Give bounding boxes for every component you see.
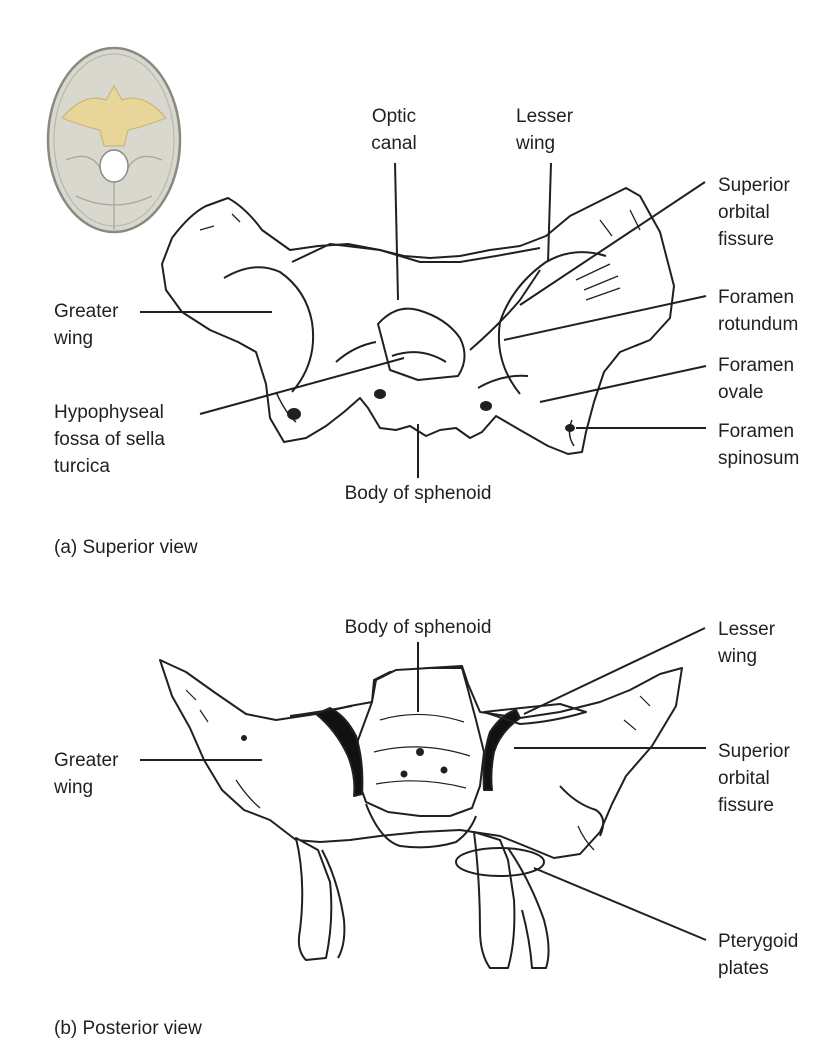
hypophyseal-fossa-leader bbox=[199, 357, 405, 415]
superior-orbital-fissure-leader bbox=[519, 181, 706, 306]
sphenoid-superior-drawing bbox=[161, 187, 675, 455]
foramen-ovale-leader bbox=[539, 365, 707, 403]
label-body-of-sphenoid-a: Body of sphenoid bbox=[344, 483, 492, 504]
lesser-wing-leader-b bbox=[523, 627, 706, 715]
caption-posterior-view: (b) Posterior view bbox=[54, 1018, 202, 1039]
label-optic-canal: Optic canal bbox=[371, 106, 417, 154]
optic-canal-leader bbox=[394, 162, 399, 301]
label-greater-wing-b: Greater wing bbox=[54, 750, 119, 798]
label-foramen-ovale: Foramen ovale bbox=[718, 355, 795, 403]
label-hypophyseal-fossa: Hypophyseal fossa of sella turcica bbox=[54, 402, 165, 477]
label-pterygoid-plates: Pterygoid plates bbox=[718, 931, 799, 979]
label-foramen-rotundum: Foramen rotundum bbox=[718, 287, 799, 335]
sphenoid-highlight bbox=[61, 84, 167, 147]
label-body-of-sphenoid-b: Body of sphenoid bbox=[344, 617, 492, 638]
pterygoid-plates-leader bbox=[533, 867, 707, 941]
sphenoid-posterior-drawing bbox=[159, 659, 683, 969]
posterior-view-panel bbox=[140, 627, 707, 969]
skull-orientation-thumbnail bbox=[46, 46, 182, 234]
caption-superior-view: (a) Superior view bbox=[54, 537, 198, 558]
lesser-wing-leader bbox=[547, 162, 552, 263]
superior-view-panel bbox=[46, 46, 707, 478]
label-lesser-wing-b: Lesser wing bbox=[718, 619, 776, 667]
foramen-magnum bbox=[99, 149, 129, 183]
label-lesser-wing: Lesser wing bbox=[516, 106, 574, 154]
label-greater-wing: Greater wing bbox=[54, 301, 119, 349]
pterygoid-plates-ellipse bbox=[455, 847, 545, 877]
foramen-rotundum-leader bbox=[503, 295, 707, 341]
label-superior-orbital-fissure: Superior orbital fissure bbox=[718, 175, 790, 250]
label-superior-orbital-fissure-b: Superior orbital fissure bbox=[718, 741, 790, 816]
label-foramen-spinosum: Foramen spinosum bbox=[718, 421, 800, 469]
superior-view-leader-lines bbox=[140, 162, 707, 478]
posterior-view-leader-lines bbox=[140, 627, 707, 941]
